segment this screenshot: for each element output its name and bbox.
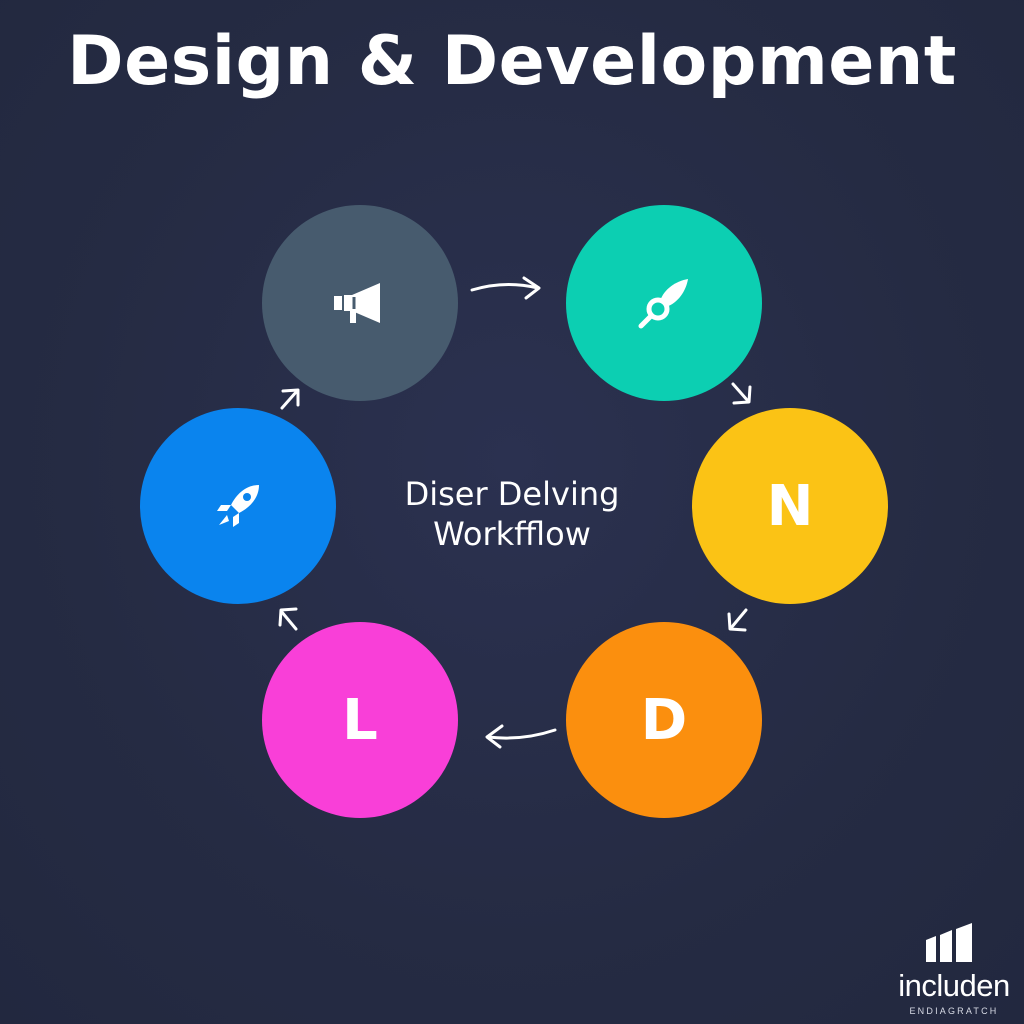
arrow-upper-left xyxy=(280,389,299,410)
node-d-letter: D xyxy=(640,687,688,753)
megaphone-icon xyxy=(332,279,388,327)
logo-wordmark: includen xyxy=(898,968,1010,1003)
bar-chart-logo-icon xyxy=(922,922,980,971)
node-n: N xyxy=(692,408,888,604)
node-paintbrush xyxy=(566,205,762,401)
center-label-line2: Workfflow xyxy=(433,515,591,553)
node-l: L xyxy=(262,622,458,818)
arrow-top xyxy=(470,282,540,292)
brand-logo: includen ENDIAGRATCH xyxy=(886,922,1022,1022)
page-title: Design & Development xyxy=(67,22,957,101)
node-n-letter: N xyxy=(766,473,814,539)
arrow-lower-left xyxy=(279,609,298,631)
arrow-lower-right xyxy=(729,608,748,630)
center-label: Diser Delving Workfflow xyxy=(362,474,662,554)
logo-subtext: ENDIAGRATCH xyxy=(909,1006,999,1016)
node-l-letter: L xyxy=(342,687,378,753)
arrow-bottom xyxy=(486,728,557,740)
center-label-line1: Diser Delving xyxy=(404,475,620,513)
node-rocket xyxy=(140,408,336,604)
node-d: D xyxy=(566,622,762,818)
arrow-upper-right xyxy=(731,382,750,403)
paintbrush-icon xyxy=(636,275,692,331)
node-megaphone xyxy=(262,205,458,401)
rocket-icon xyxy=(209,477,267,535)
